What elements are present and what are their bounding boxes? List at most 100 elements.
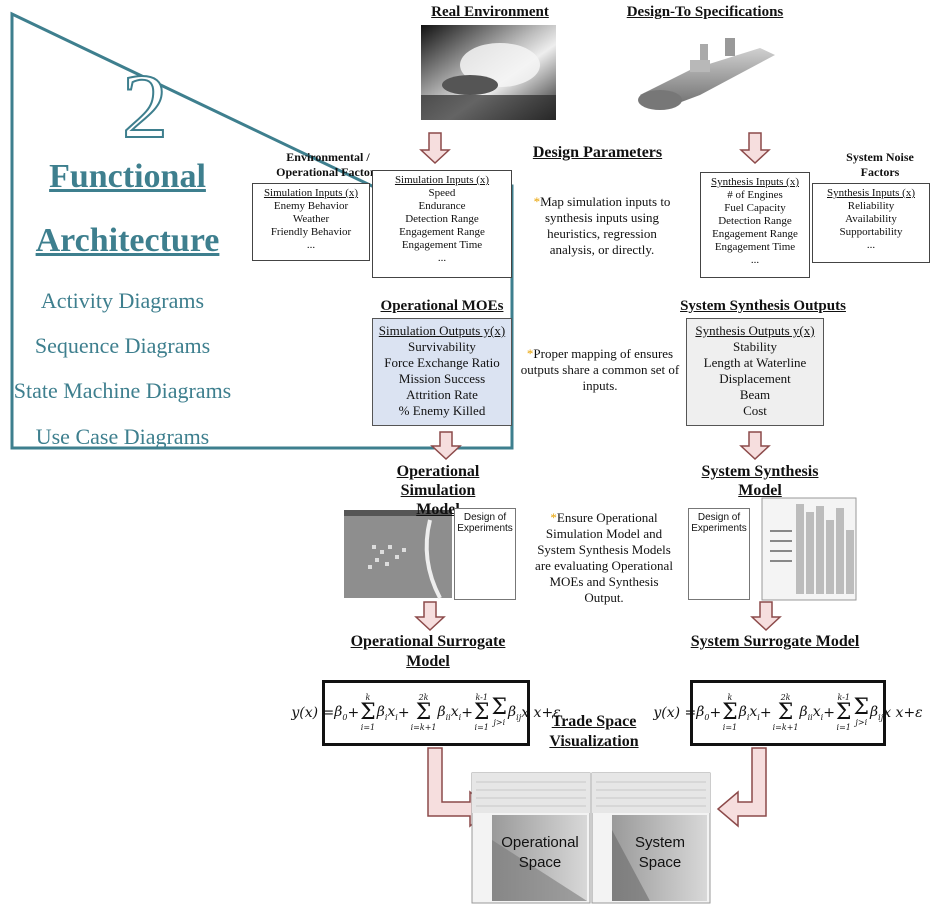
note-map-inputs: *Map simulation inputs to synthesis inpu… [524,194,680,258]
synth-output-item: Beam [739,387,771,402]
down-arrow-6 [750,601,782,632]
header-system-synthesis-outputs: System Synthesis Outputs [680,298,846,314]
header-env-factors: Environmental / Operational Factors [276,150,380,179]
note-proper-mapping: *Proper mapping of ensures outputs share… [520,346,680,394]
header-op-surrogate: Operational Surrogate Model [350,633,506,670]
synth-input-item: # of Engines [727,189,783,201]
synth-inputs-title: Synthesis Inputs (x) [711,176,799,188]
synth-input-item: Detection Range [718,215,792,227]
synth-outputs-title: Synthesis Outputs y(x) [695,323,815,338]
noise-input-item: ... [866,239,876,251]
space-label-system: System Space [634,834,685,871]
synth-chart-screenshot [761,497,857,601]
header-design-parameters: Design Parameters [532,144,663,161]
note-star: * [526,346,534,361]
synth-input-item: ... [750,254,760,266]
sidebar-item-sequence[interactable]: Sequence Diagrams [34,333,211,358]
sim-outputs-title: Simulation Outputs y(x) [378,323,506,338]
note-star: * [533,194,541,209]
header-sys-surrogate: System Surrogate Model [690,633,860,650]
sidebar-title-line1: Functional [49,158,206,195]
doe-panel-right: Design of Experiments [688,508,750,600]
env-inputs-box: Simulation Inputs (x) Enemy Behavior Wea… [252,183,370,261]
sim-output-item: % Enemy Killed [398,403,486,418]
sim-inputs-box: Simulation Inputs (x) Speed Endurance De… [372,170,512,278]
synth-output-item: Length at Waterline [703,355,807,370]
noise-input-item: Reliability [847,200,895,212]
noise-input-item: Availability [845,213,897,225]
synth-input-item: Engagement Range [712,228,798,240]
sim-output-item: Mission Success [398,371,486,386]
sim-input-item: Detection Range [405,213,479,225]
sim-input-item: ... [437,252,447,264]
space-label-operational: Operational Space [501,834,579,871]
down-arrow-2 [739,132,771,165]
synth-output-item: Stability [732,339,778,354]
synth-inputs-box: Synthesis Inputs (x) # of Engines Fuel C… [700,172,810,278]
noise-input-item: Supportability [839,226,903,238]
doe-panel-left: Design of Experiments [454,508,516,600]
header-sys-synth-model: System Synthesis Model [701,463,819,499]
env-input-item: Friendly Behavior [270,226,352,238]
env-input-item: Weather [292,213,330,225]
sim-output-item: Force Exchange Ratio [384,355,500,370]
sidebar-title-line2: Architecture [35,222,220,259]
header-system-noise: System Noise Factors [846,150,914,179]
sidebar-item-use-case[interactable]: Use Case Diagrams [35,424,210,449]
env-inputs-title: Simulation Inputs (x) [263,187,359,199]
note-star: * [550,510,557,525]
ship-render [638,38,775,110]
sim-outputs-box: Simulation Outputs y(x) Survivability Fo… [372,318,512,426]
sim-output-item: Attrition Rate [406,387,478,402]
synth-input-item: Fuel Capacity [724,202,786,214]
synth-input-item: Engagement Time [714,241,796,253]
env-input-item: Enemy Behavior [273,200,349,212]
header-operational-moes: Operational MOEs [380,298,504,314]
header-real-environment: Real Environment [431,4,549,20]
sim-output-item: Survivability [408,339,476,354]
sidebar-number: 2 [121,55,169,157]
noise-inputs-box: Synthesis Inputs (x) Reliability Availab… [812,183,930,263]
op-sim-screenshot [344,510,452,599]
sim-input-item: Endurance [418,200,466,212]
env-input-item: ... [306,239,316,251]
sidebar-item-state-machine[interactable]: State Machine Diagrams [13,378,232,403]
note-ensure-models: *Ensure Operational Simulation Model and… [530,510,678,606]
synth-output-item: Displacement [719,371,791,386]
down-arrow-3 [430,431,462,461]
real-environment-photo [421,25,556,120]
trade-space-sys [591,772,711,904]
doe-label-right: Design of Experiments [691,512,747,534]
sim-input-item: Engagement Range [399,226,485,238]
down-arrow-4 [739,431,771,461]
synth-output-item: Cost [743,403,767,418]
synth-outputs-box: Synthesis Outputs y(x) Stability Length … [686,318,824,426]
header-design-to-specs: Design-To Specifications [626,4,784,20]
trade-space-op [471,772,591,904]
sidebar-item-activity[interactable]: Activity Diagrams [40,288,205,313]
header-trade-space: Trade Space Visualization [549,713,639,750]
doe-label-left: Design of Experiments [457,512,513,534]
sim-inputs-title: Simulation Inputs (x) [394,174,490,186]
elbow-arrow-right [716,747,767,828]
sim-input-item: Speed [428,187,456,199]
down-arrow-5 [414,601,446,632]
noise-inputs-title: Synthesis Inputs (x) [827,187,915,199]
note-map-inputs-text: Map simulation inputs to synthesis input… [540,194,671,257]
down-arrow-1 [419,132,451,165]
header-op-sim-model: Operational Simulation Model [396,463,480,518]
sim-input-item: Engagement Time [401,239,483,251]
